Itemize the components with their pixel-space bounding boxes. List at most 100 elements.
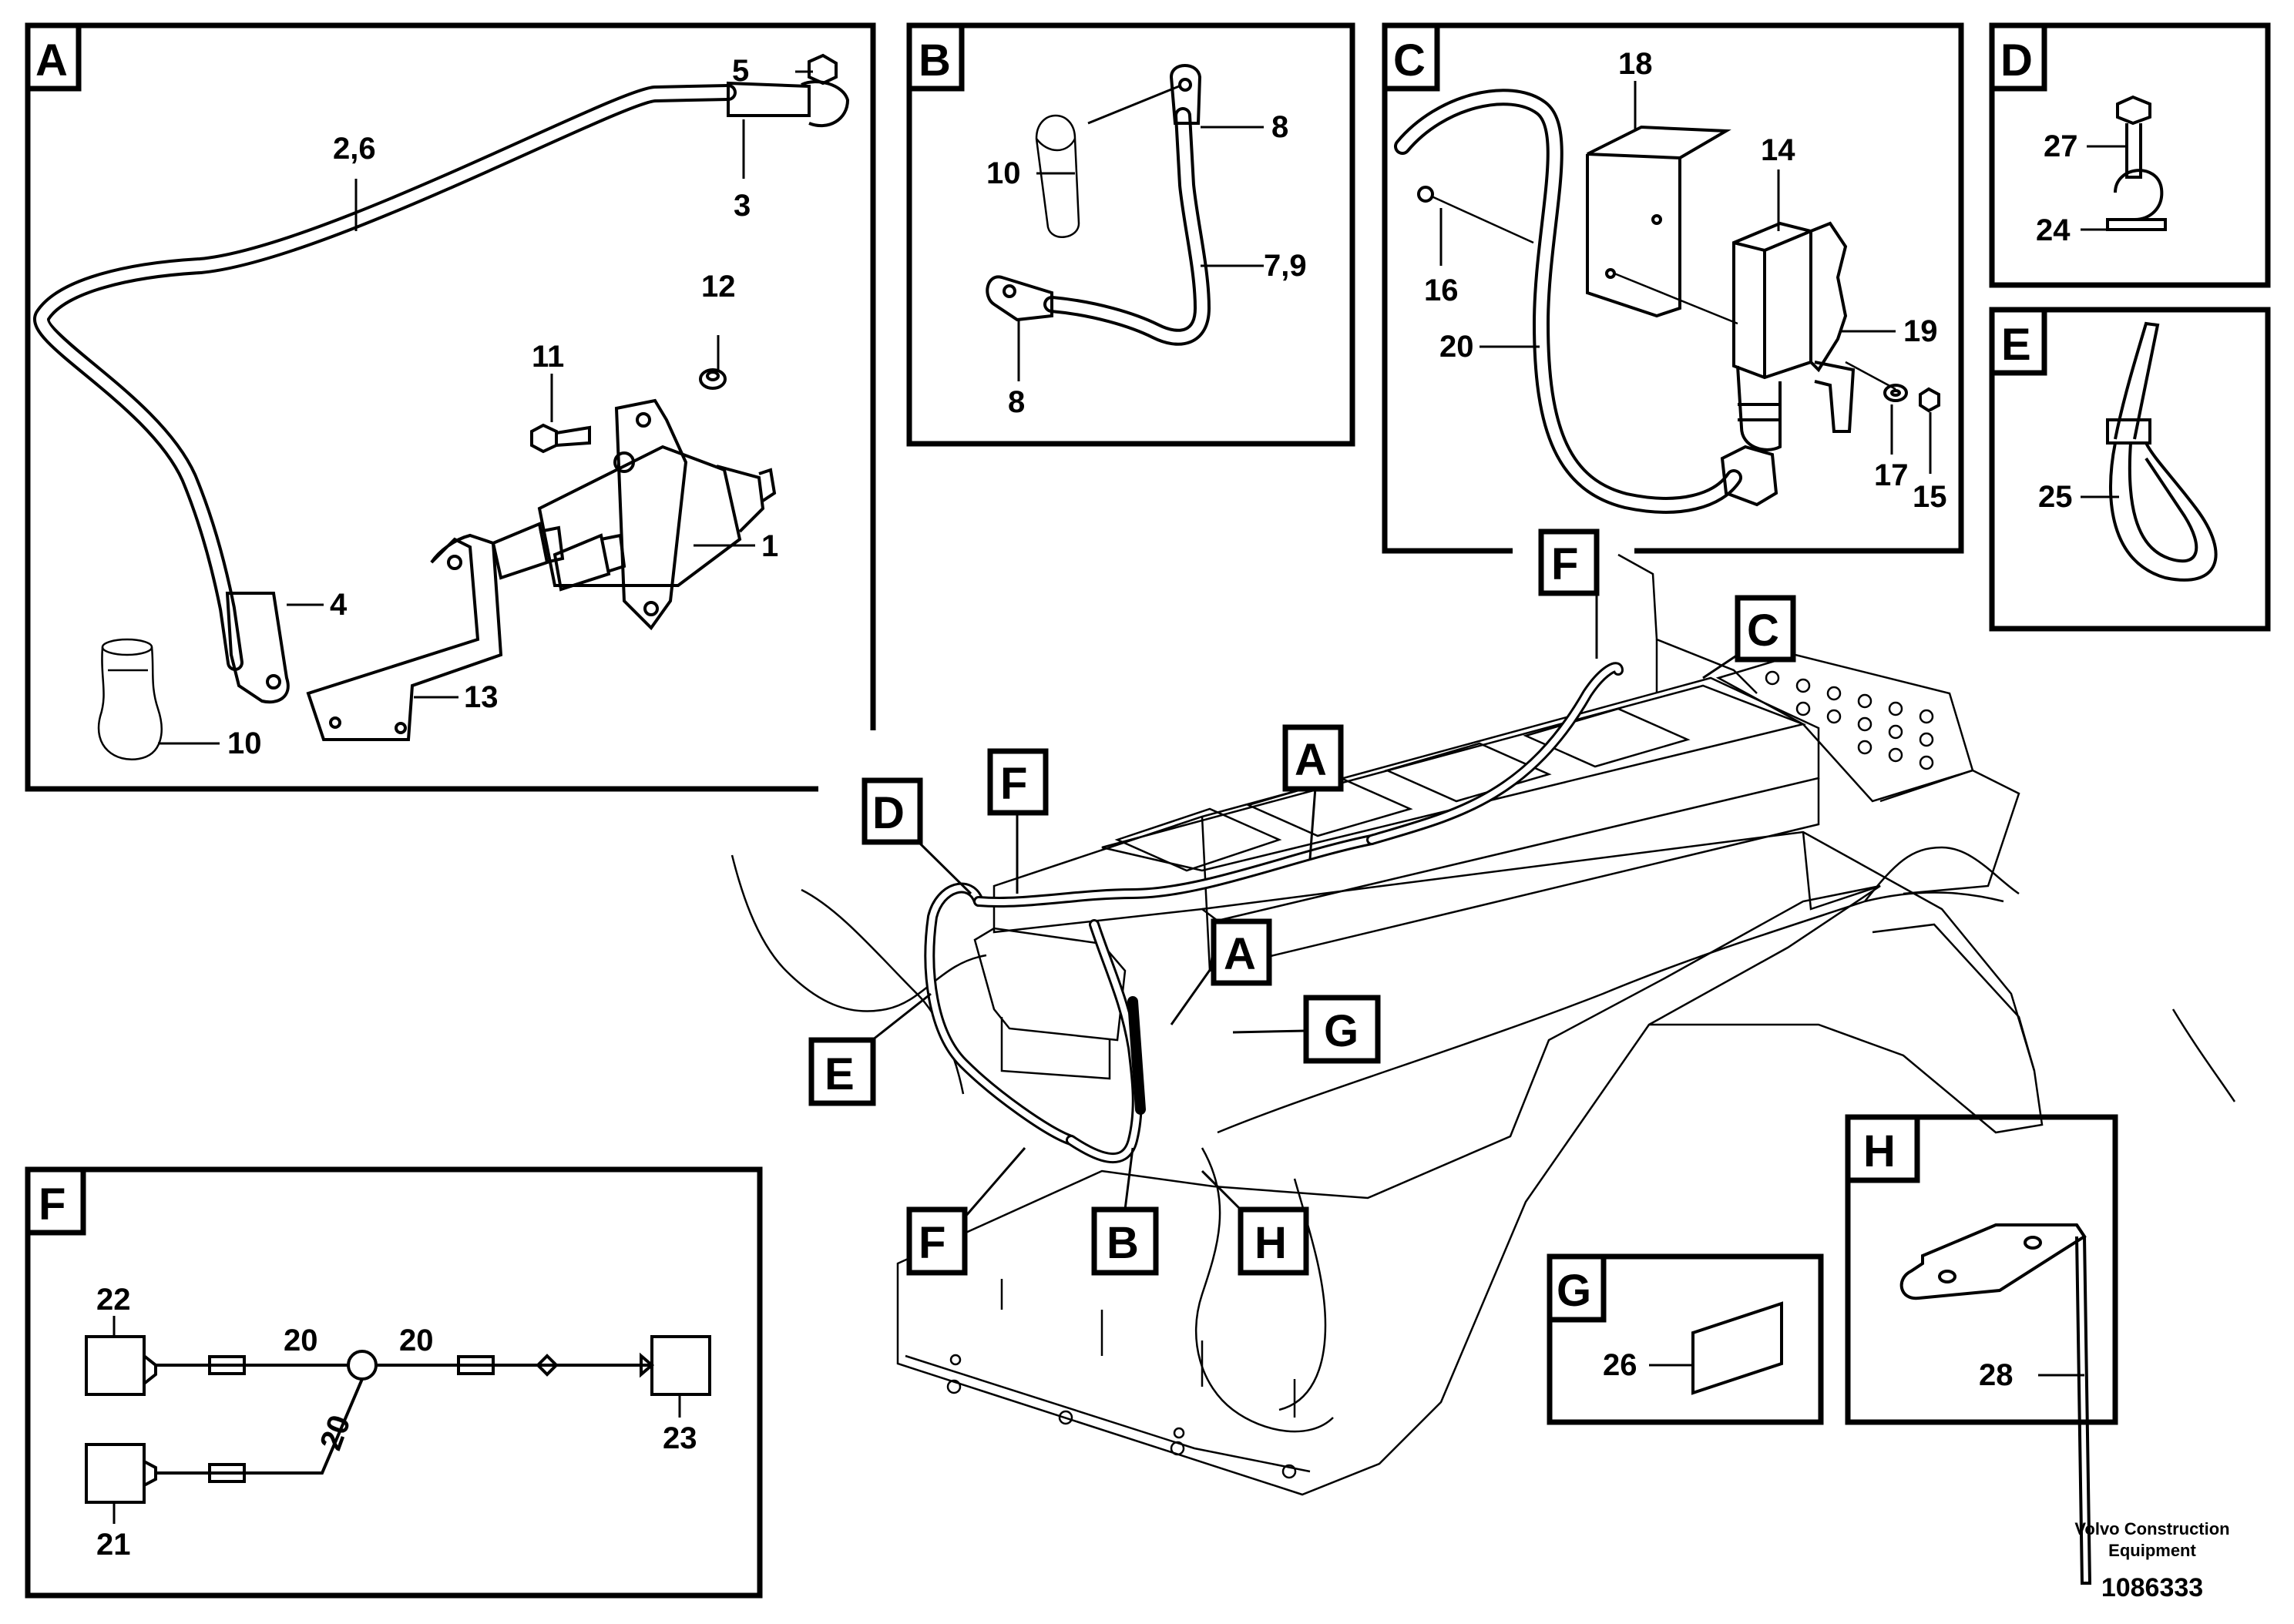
tag-b-box <box>1091 1206 1159 1276</box>
panel-h: H 28 <box>1845 1114 2118 1585</box>
panel-f: F 22 20 20 20 23 21 <box>25 1166 763 1599</box>
bolt-16 <box>1417 186 1534 244</box>
callout-5: 5 <box>732 54 749 88</box>
panel-e-frame <box>1989 307 2271 632</box>
tag-e: E <box>825 1049 855 1099</box>
tag-a-mid: A <box>1224 929 1256 979</box>
decal-26 <box>1691 1301 1783 1395</box>
panel-h-tag: H <box>1863 1126 1896 1176</box>
callout-18: 18 <box>1618 47 1653 81</box>
callout-25: 25 <box>2038 480 2073 514</box>
callout-19: 19 <box>1903 314 1938 348</box>
callout-20-c: 20 <box>1439 330 1474 364</box>
tag-g: G <box>1324 1006 1359 1056</box>
callout-15: 15 <box>1913 480 1947 514</box>
callout-12: 12 <box>701 270 736 304</box>
callout-3: 3 <box>734 189 751 223</box>
tag-d: D <box>872 788 905 838</box>
panel-d-tag: D <box>2000 35 2033 86</box>
document-number: 1086333 <box>2101 1573 2203 1602</box>
tag-a-top-box <box>1282 724 1344 792</box>
connector-21 <box>85 1443 146 1504</box>
connector-23 <box>650 1335 711 1396</box>
credit-line-1: Volvo Construction <box>2074 1519 2229 1538</box>
callout-10-b: 10 <box>986 156 1021 190</box>
panel-c-frame <box>1382 22 1964 554</box>
panel-h-frame <box>1845 1114 2118 1425</box>
battery-cable <box>33 80 850 704</box>
frame-bolts <box>946 1354 1297 1479</box>
tag-c-box <box>1735 595 1796 663</box>
tag-a-top: A <box>1295 735 1327 785</box>
callout-27: 27 <box>2044 129 2078 163</box>
callout-7-9: 7,9 <box>1264 249 1307 283</box>
tag-h-box <box>1238 1206 1309 1276</box>
tag-f-top: F <box>1551 539 1578 589</box>
panel-e-tag-box <box>1989 307 2047 376</box>
panel-b: B 8 10 7,9 8 <box>906 22 1355 447</box>
main-tags: F C A D F A G E F <box>808 528 1796 1276</box>
callout-10: 10 <box>227 726 262 760</box>
mounting-axis <box>1614 272 1738 325</box>
bracket-18 <box>1586 125 1731 318</box>
callout-20-branch: 20 <box>314 1411 358 1455</box>
panel-g-frame <box>1547 1253 1824 1425</box>
diode-marker <box>536 1354 559 1377</box>
relay-solenoid <box>491 398 777 631</box>
switch-14 <box>1720 221 1856 507</box>
main-assembly-view: F C A D F A G E F <box>731 528 2236 1496</box>
panel-g-tag-box <box>1547 1253 1607 1323</box>
callout-8-bottom: 8 <box>1008 385 1025 419</box>
washer-axis <box>1845 361 1896 391</box>
jumper-cable <box>986 64 1211 346</box>
panel-d-tag-box <box>1989 22 2047 92</box>
splice-sleeve-right <box>457 1355 495 1375</box>
lock-nut-icon <box>699 368 727 390</box>
grille-holes <box>1765 670 1934 770</box>
callout-1: 1 <box>761 529 778 563</box>
panel-a-tag-box <box>25 22 82 92</box>
panel-d-frame <box>1989 22 2271 288</box>
bolt-icon <box>530 423 591 454</box>
panel-f-tag-box <box>25 1166 86 1236</box>
rubber-boot <box>97 638 163 760</box>
wiring-schematic <box>85 1316 711 1524</box>
nut-15 <box>1919 387 1940 413</box>
panel-e: E 25 <box>1989 307 2271 632</box>
panel-g-tag: G <box>1557 1266 1591 1316</box>
splice-sleeve <box>208 1355 246 1375</box>
callout-2-6: 2,6 <box>333 132 376 166</box>
credit-line-2: Equipment <box>2108 1541 2196 1560</box>
panel-h-tag-box <box>1845 1114 1920 1183</box>
tag-f-top-box <box>1538 528 1600 596</box>
panel-b-tag: B <box>919 35 951 86</box>
panel-d: D 27 24 <box>1989 22 2271 288</box>
tag-h: H <box>1254 1218 1287 1268</box>
panel-g: G 26 <box>1547 1253 1824 1425</box>
bolt-27-icon <box>2116 95 2151 179</box>
callout-21: 21 <box>96 1528 131 1562</box>
cable-tie-icon <box>2106 321 2218 582</box>
tag-g-box <box>1303 995 1381 1064</box>
callout-26: 26 <box>1603 1348 1637 1382</box>
panel-a-tag: A <box>35 35 68 86</box>
footer: Volvo Construction Equipment 1086333 <box>2074 1519 2229 1602</box>
callout-4: 4 <box>330 588 348 622</box>
callout-8-top: 8 <box>1271 110 1288 144</box>
callout-17: 17 <box>1874 458 1909 492</box>
panel-c-tag-box <box>1382 22 1440 92</box>
callout-20-left: 20 <box>284 1324 318 1357</box>
panel-b-tag-box <box>906 22 965 92</box>
junction-node <box>347 1350 378 1381</box>
panel-c-tag: C <box>1393 35 1426 86</box>
clamp-24-icon <box>2106 169 2167 231</box>
callout-20-right: 20 <box>399 1324 434 1357</box>
cable-20 <box>1394 89 1742 514</box>
wiring-harness <box>731 662 2236 1433</box>
tag-f-mid: F <box>1000 759 1027 809</box>
connector-22 <box>85 1335 146 1396</box>
tag-f-low-box <box>906 1206 968 1276</box>
terminal-boot <box>1035 114 1080 238</box>
tag-f-low: F <box>919 1218 945 1268</box>
